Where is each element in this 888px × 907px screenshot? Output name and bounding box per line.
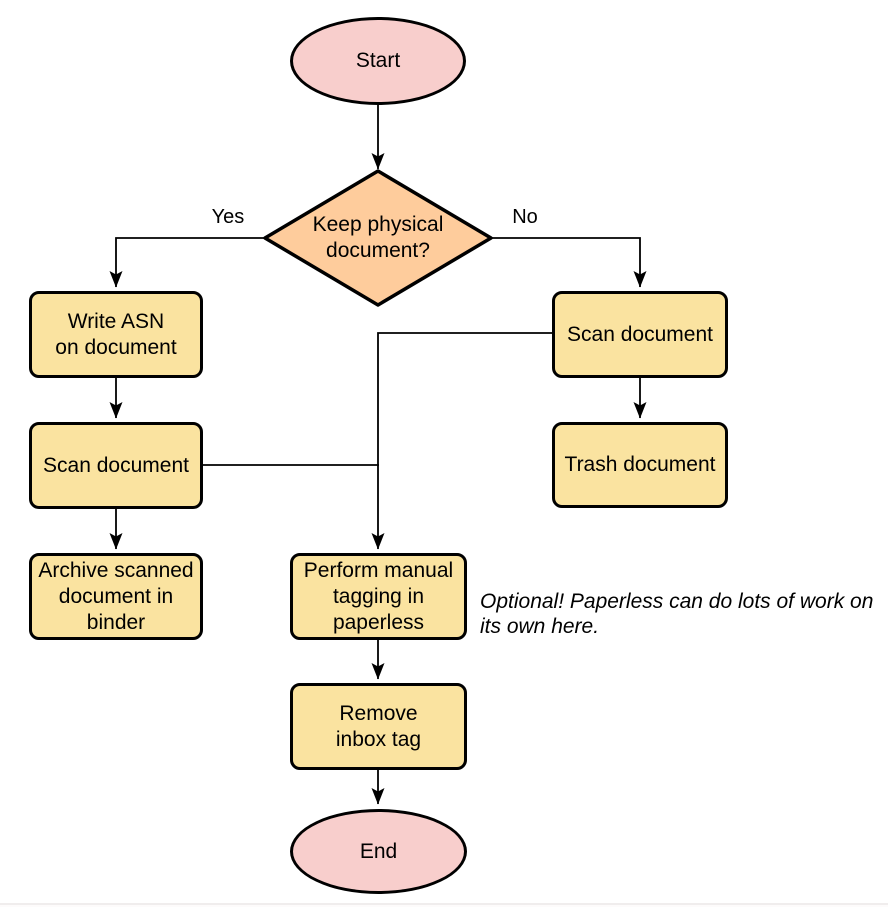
node-archive-binder-label: Archive scanned document in binder xyxy=(38,558,194,634)
node-manual-tagging: Perform manual tagging in paperless xyxy=(290,553,467,640)
node-start: Start xyxy=(290,17,466,105)
node-trash-document-label: Trash document xyxy=(564,453,716,476)
node-archive-binder: Archive scanned document in binder xyxy=(29,553,203,640)
node-trash-document: Trash document xyxy=(552,422,728,508)
node-manual-tagging-label: Perform manual tagging in paperless xyxy=(303,558,454,634)
node-write-asn: Write ASN on document xyxy=(29,291,203,378)
node-start-label: Start xyxy=(355,49,401,72)
node-scan-document-right-label: Scan document xyxy=(567,322,713,346)
edge-scan-right-to-tagging xyxy=(371,332,552,550)
edge-decision-no-to-scan-right xyxy=(489,237,647,288)
node-write-asn-label: Write ASN on document xyxy=(55,309,177,359)
node-end-label: End xyxy=(359,839,398,863)
edge-label-no: No xyxy=(512,206,538,228)
node-scan-document-left-label: Scan document xyxy=(43,453,189,477)
decision-diamond-shape xyxy=(263,169,493,307)
annotation-optional-note: Optional! Paperless can do lots of work … xyxy=(480,590,874,638)
node-scan-document-right: Scan document xyxy=(552,291,728,378)
node-remove-inbox-tag-label: Remove inbox tag xyxy=(335,701,422,751)
edge-decision-yes-to-write-asn xyxy=(109,237,267,288)
node-remove-inbox-tag: Remove inbox tag xyxy=(290,683,467,770)
node-scan-document-left: Scan document xyxy=(29,422,203,509)
node-decision-label: Keep physical document? xyxy=(312,213,444,262)
window-bottom-edge xyxy=(0,903,888,907)
node-end: End xyxy=(290,809,467,894)
edge-label-yes: Yes xyxy=(211,206,245,228)
